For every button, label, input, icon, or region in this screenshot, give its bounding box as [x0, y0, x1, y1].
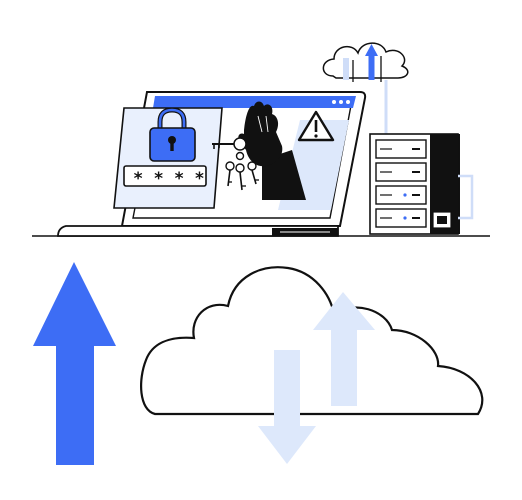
cloud-transfer-icon: [140, 266, 484, 464]
upload-arrow-icon: [33, 262, 116, 465]
login-card: * * * *: [113, 107, 223, 209]
cloud-sync-icon: [322, 42, 409, 134]
key-ring-icon: [212, 137, 259, 191]
hand-with-keys: [212, 101, 306, 200]
password-mask: * * * *: [133, 169, 205, 189]
server-rack-icon: [369, 133, 474, 235]
warning-triangle-icon: [297, 110, 335, 142]
padlock-icon: [149, 107, 196, 162]
password-field: [123, 165, 207, 187]
